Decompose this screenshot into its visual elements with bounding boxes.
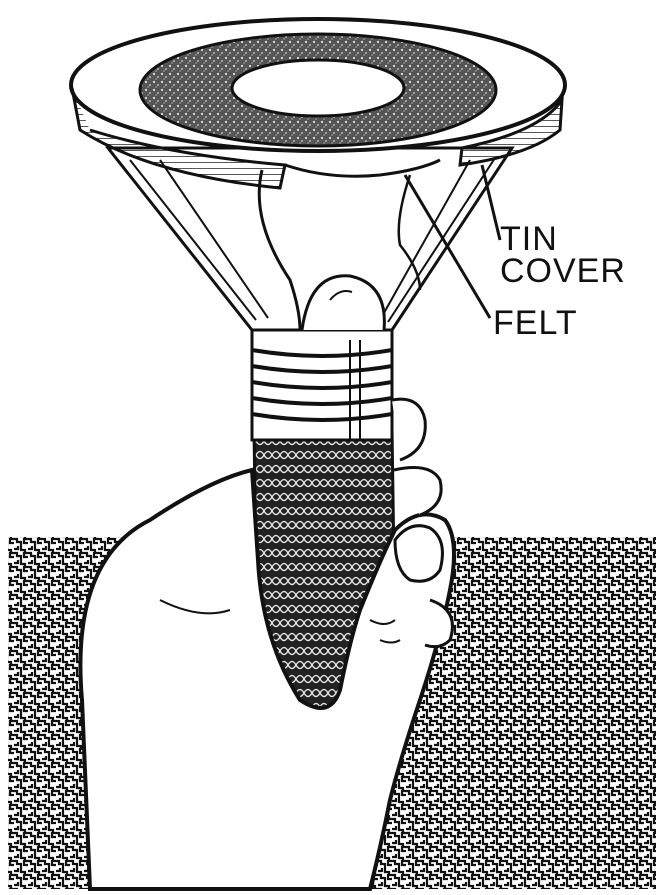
felt-label: FELT (493, 306, 578, 340)
tin-label: TIN (500, 222, 558, 256)
cover-label: COVER (500, 254, 626, 288)
